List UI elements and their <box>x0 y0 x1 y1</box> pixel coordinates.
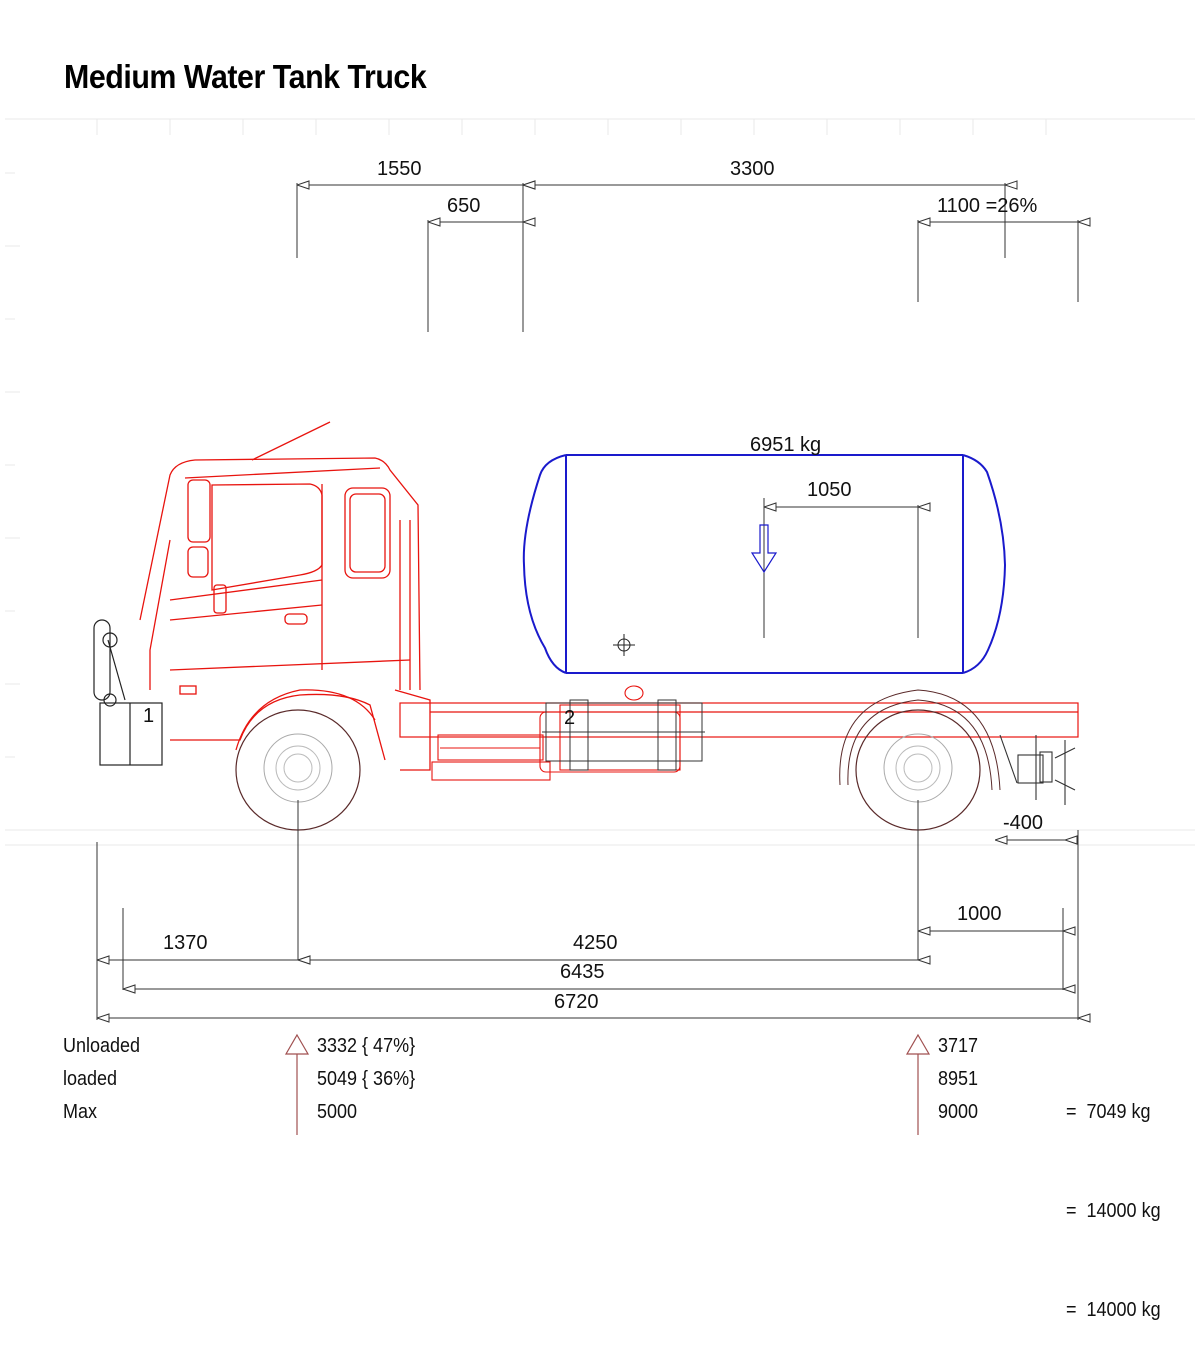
front-axle-loads: 3332 { 47%} 5049 { 36%} 5000 <box>317 1030 415 1129</box>
chassis-frame <box>399 702 1079 738</box>
front-load-unloaded: 3332 { 47%} <box>317 1035 416 1057</box>
rear-load-loaded: 8951 <box>938 1068 979 1090</box>
fuel-tank-frame <box>542 699 705 771</box>
label-bumper: 1 <box>143 705 154 727</box>
rear-axle-load-arrow-icon <box>905 1033 931 1135</box>
dim-front-overhang: 1370 <box>163 932 208 954</box>
tow-hitch <box>999 734 1076 805</box>
dim-cab-offset: 650 <box>447 195 480 217</box>
row-label-max: Max <box>63 1101 98 1123</box>
grid-lines <box>5 118 1195 846</box>
truck-drawing: 1550 650 3300 1100 =26% 6951 kg 1050 <box>5 118 1195 1135</box>
rear-load-unloaded: 3717 <box>938 1035 979 1057</box>
truck-cab <box>139 421 431 771</box>
crosshair-icon <box>613 634 635 656</box>
row-label-unloaded: Unloaded <box>63 1035 141 1057</box>
dim-body-length: 3300 <box>730 158 775 180</box>
total-load-max: = 14000 kg <box>1066 1299 1161 1321</box>
dim-wheelbase: 4250 <box>573 932 618 954</box>
rear-wheel <box>839 689 1001 831</box>
row-label-loaded: loaded <box>63 1068 118 1090</box>
rear-axle-loads: 3717 8951 9000 <box>938 1030 978 1129</box>
front-load-loaded: 5049 { 36%} <box>317 1068 416 1090</box>
front-bumper <box>93 619 163 766</box>
drivetrain <box>431 685 681 781</box>
dim-frame-length: 6435 <box>560 961 605 983</box>
total-loads: = 7049 kg = 14000 kg = 14000 kg <box>1066 1030 1161 1360</box>
bottom-dimensions <box>96 800 1078 1020</box>
front-load-max: 5000 <box>317 1101 358 1123</box>
dim-rear-overhang: 1000 <box>957 903 1002 925</box>
drawing-title: Medium Water Tank Truck <box>64 58 427 95</box>
rear-load-max: 9000 <box>938 1101 979 1123</box>
front-axle-load-arrow-icon <box>284 1033 310 1135</box>
label-fuel-tank: 2 <box>564 707 575 729</box>
dim-cab-to-front-axle: 1550 <box>377 158 422 180</box>
total-load-unloaded: = 7049 kg <box>1066 1101 1151 1123</box>
dim-hitch-offset: -400 <box>1003 812 1043 834</box>
axle-load-labels: Unloaded loaded Max <box>63 1030 140 1129</box>
tank-weight: 6951 kg <box>750 434 821 456</box>
dim-overall-length: 6720 <box>554 991 599 1013</box>
top-dimensions <box>296 183 1078 332</box>
dim-rear-overhang-pct: 1100 =26% <box>937 195 1037 217</box>
tank-cog-dimension <box>763 498 918 638</box>
load-down-arrow-icon <box>750 524 778 574</box>
dim-cog-offset: 1050 <box>807 479 852 501</box>
water-tank <box>522 454 1007 674</box>
